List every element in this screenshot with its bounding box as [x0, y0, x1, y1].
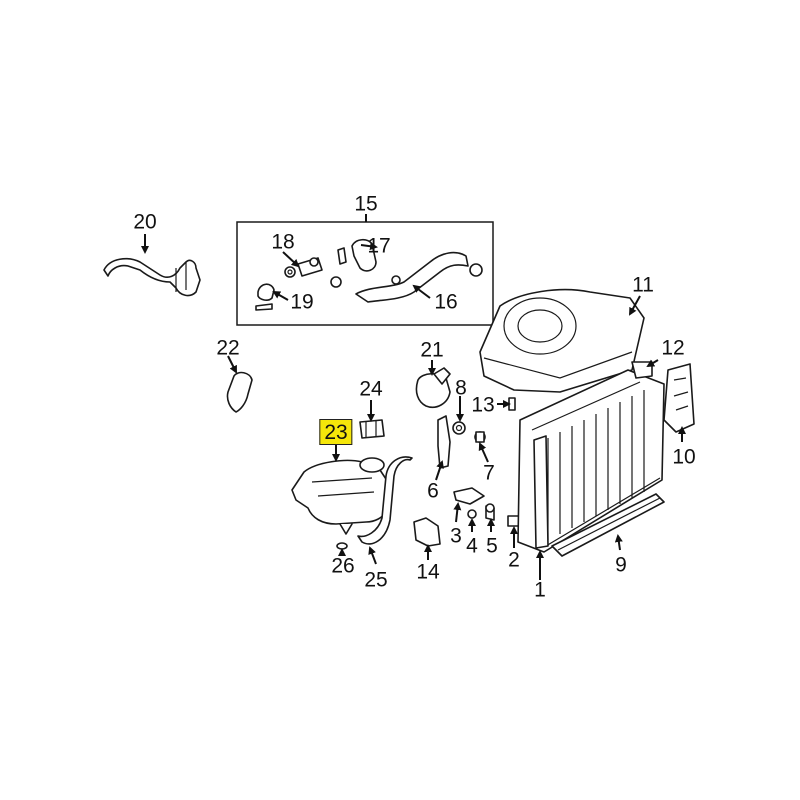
callout-26[interactable]: 26 — [331, 554, 355, 578]
part-22-hose[interactable] — [226, 371, 253, 413]
callout-17[interactable]: 17 — [367, 234, 391, 258]
callout-20[interactable]: 20 — [133, 210, 157, 234]
callout-12[interactable]: 12 — [661, 336, 685, 360]
part-26-oring[interactable] — [336, 542, 348, 550]
part-14-clamp[interactable] — [413, 517, 441, 547]
callout-2[interactable]: 2 — [508, 548, 520, 572]
part-16-long-hose[interactable] — [355, 251, 483, 303]
part-5-bolt[interactable] — [485, 503, 495, 521]
part-7-bolt[interactable] — [474, 431, 486, 443]
callout-7[interactable]: 7 — [483, 461, 495, 485]
callout-13[interactable]: 13 — [471, 393, 495, 417]
callout-18[interactable]: 18 — [271, 230, 295, 254]
part-19-small-hose[interactable] — [255, 283, 275, 311]
callout-16[interactable]: 16 — [434, 290, 458, 314]
part-17-elbow-hose[interactable] — [309, 238, 377, 288]
callout-11[interactable]: 11 — [632, 273, 654, 297]
callout-21[interactable]: 21 — [420, 338, 444, 362]
callout-9[interactable]: 9 — [615, 553, 627, 577]
callout-22[interactable]: 22 — [216, 336, 240, 360]
callout-6[interactable]: 6 — [427, 479, 439, 503]
callout-10[interactable]: 10 — [672, 445, 696, 469]
part-11-shroud[interactable] — [479, 288, 645, 393]
callout-8[interactable]: 8 — [455, 376, 467, 400]
part-13-bolt[interactable] — [508, 397, 516, 411]
callout-5[interactable]: 5 — [486, 534, 498, 558]
callout-23[interactable]: 23 — [319, 419, 353, 445]
part-10-side-bracket[interactable] — [663, 363, 695, 433]
callout-1[interactable]: 1 — [534, 578, 546, 602]
callout-24[interactable]: 24 — [359, 377, 383, 401]
part-23-reservoir[interactable] — [291, 457, 389, 535]
part-1-radiator[interactable] — [517, 369, 665, 553]
callout-4[interactable]: 4 — [466, 534, 478, 558]
callout-25[interactable]: 25 — [364, 568, 388, 592]
part-24-clip[interactable] — [359, 419, 385, 439]
part-8-seal[interactable] — [452, 421, 466, 435]
part-21-outlet[interactable] — [415, 367, 451, 408]
callout-3[interactable]: 3 — [450, 524, 462, 548]
part-20-heater-hose[interactable] — [103, 257, 201, 297]
callout-19[interactable]: 19 — [290, 290, 314, 314]
part-4-bolt[interactable] — [467, 509, 477, 519]
part-25-overflow-hose[interactable] — [357, 456, 413, 545]
callout-15[interactable]: 15 — [354, 192, 378, 216]
part-9-seal-strip[interactable] — [551, 493, 665, 557]
leader-lines — [141, 214, 686, 580]
part-3-bracket[interactable] — [453, 487, 485, 505]
part-6-bracket[interactable] — [437, 415, 451, 469]
callout-14[interactable]: 14 — [416, 560, 440, 584]
